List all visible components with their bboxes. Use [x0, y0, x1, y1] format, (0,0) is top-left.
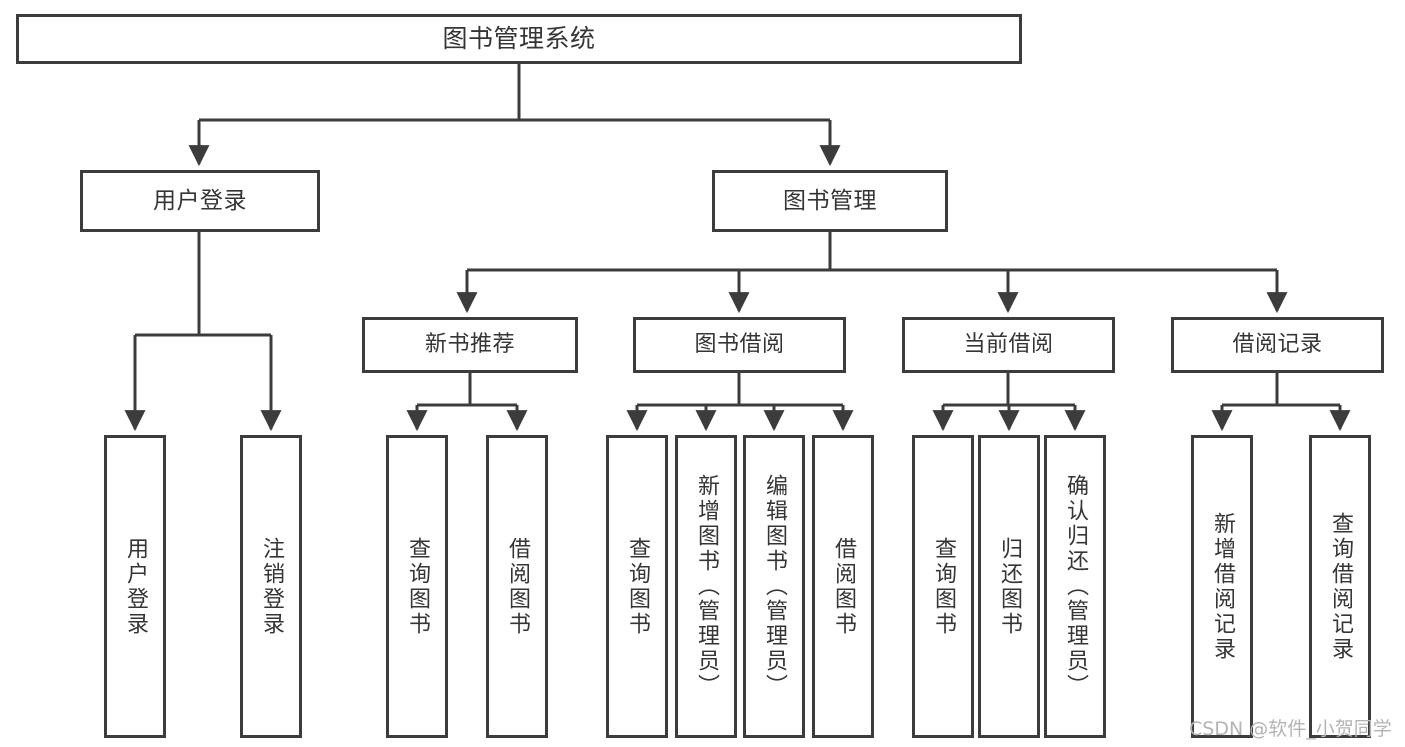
node-label: 查询图书: [405, 536, 430, 637]
node-new-book-recommend[interactable]: 新书推荐: [362, 317, 578, 373]
node-label: 归还图书: [997, 536, 1022, 637]
leaf-node-new-book-query[interactable]: 查询图书: [386, 435, 448, 738]
node-label: 图书管理系统: [442, 23, 596, 53]
leaf-node-borrow-record-query[interactable]: 查询借阅记录: [1309, 435, 1371, 738]
node-current-borrow[interactable]: 当前借阅: [902, 317, 1115, 373]
node-label: 编辑图书（管理员）: [762, 474, 787, 699]
node-label: 当前借阅: [963, 332, 1054, 358]
node-label: 借阅记录: [1232, 332, 1323, 358]
leaf-node-book-borrow-add[interactable]: 新增图书（管理员）: [675, 435, 737, 738]
leaf-node-current-borrow-confirm[interactable]: 确认归还（管理员）: [1044, 435, 1106, 738]
node-label: 查询图书: [931, 536, 956, 637]
node-book-management[interactable]: 图书管理: [712, 170, 948, 232]
leaf-node-user-login-login[interactable]: 用户登录: [104, 435, 166, 738]
leaf-node-book-borrow-borrow[interactable]: 借阅图书: [812, 435, 874, 738]
node-book-borrow[interactable]: 图书借阅: [633, 317, 846, 373]
leaf-node-current-borrow-query[interactable]: 查询图书: [912, 435, 974, 738]
node-label: 新书推荐: [424, 332, 515, 358]
node-label: 图书管理: [783, 187, 877, 214]
node-user-login[interactable]: 用户登录: [80, 170, 320, 232]
leaf-node-book-borrow-edit[interactable]: 编辑图书（管理员）: [743, 435, 805, 738]
leaf-node-new-book-borrow[interactable]: 借阅图书: [486, 435, 548, 738]
node-label: 注销登录: [259, 536, 284, 637]
node-label: 用户登录: [123, 536, 148, 637]
node-borrow-record[interactable]: 借阅记录: [1171, 317, 1384, 373]
node-label: 图书借阅: [694, 332, 785, 358]
leaf-node-borrow-record-add[interactable]: 新增借阅记录: [1191, 435, 1253, 738]
node-label: 新增借阅记录: [1210, 511, 1235, 662]
leaf-node-user-login-logout[interactable]: 注销登录: [240, 435, 302, 738]
node-label: 用户登录: [153, 187, 247, 214]
node-label: 查询借阅记录: [1328, 511, 1353, 662]
leaf-node-book-borrow-query[interactable]: 查询图书: [606, 435, 668, 738]
leaf-node-current-borrow-return[interactable]: 归还图书: [978, 435, 1040, 738]
node-label: 借阅图书: [831, 536, 856, 637]
node-label: 新增图书（管理员）: [694, 474, 719, 699]
node-label: 查询图书: [625, 536, 650, 637]
node-label: 确认归还（管理员）: [1063, 474, 1088, 699]
node-root-book-management-system[interactable]: 图书管理系统: [16, 14, 1022, 64]
node-label: 借阅图书: [505, 536, 530, 637]
csdn-watermark: CSDN @软件_小贺同学: [1189, 718, 1392, 740]
